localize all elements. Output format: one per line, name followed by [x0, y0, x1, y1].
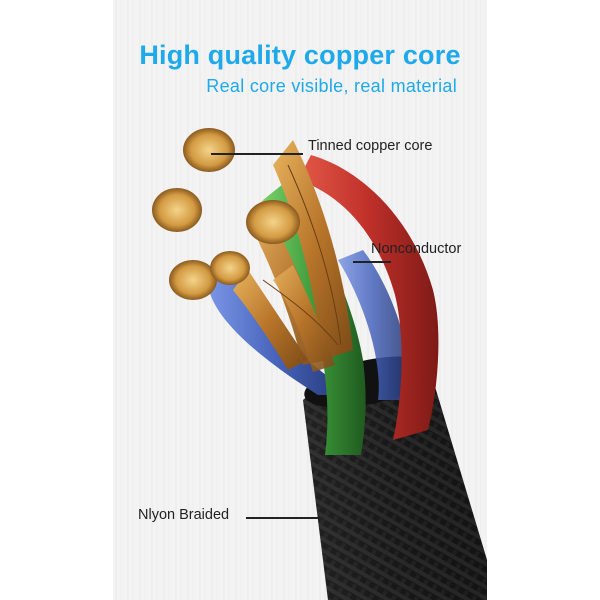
product-banner: High quality copper core Real core visib…: [113, 0, 487, 600]
red-wire: [298, 155, 439, 440]
copper-core-ends: [152, 128, 300, 300]
cable-cross-section-illustration: [152, 128, 487, 600]
callout-nylon-braided: Nlyon Braided: [138, 507, 230, 523]
headline-title: High quality copper core: [139, 40, 461, 70]
callout-nonconductor: Nonconductor: [371, 241, 462, 257]
headline-subtitle: Real core visible, real material: [206, 76, 457, 96]
callout-tinned-copper-core: Tinned copper core: [308, 138, 433, 154]
